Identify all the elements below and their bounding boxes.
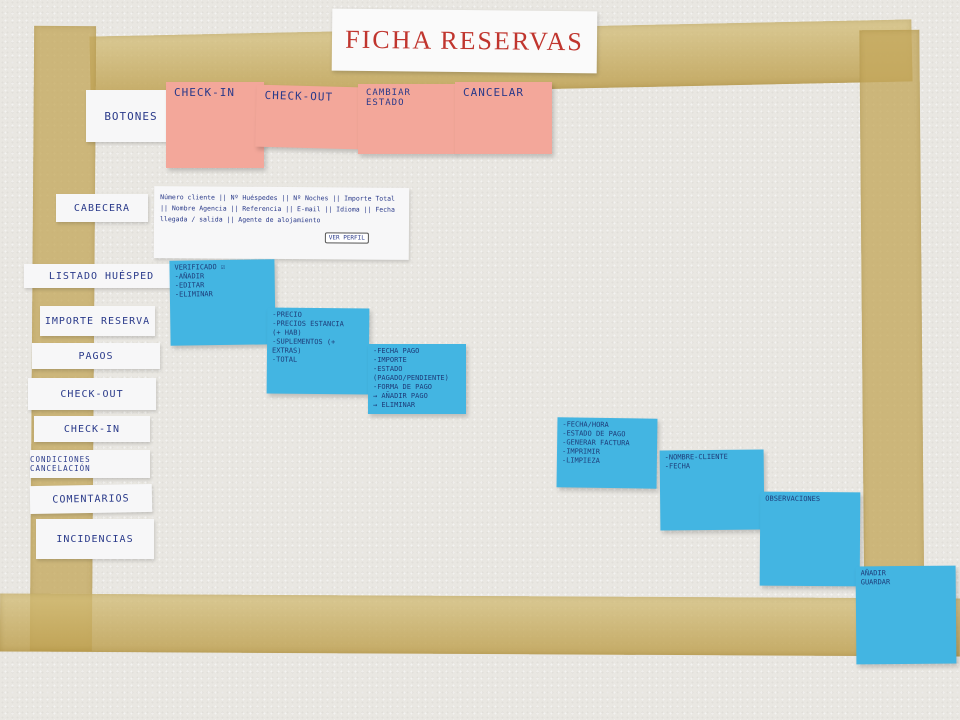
header-label-text: CABECERA — [73, 202, 131, 214]
note-pagos: -FECHA PAGO -IMPORTE -ESTADO (PAGADO/PEN… — [368, 344, 466, 414]
note-check-in-text: -NOMBRE-CLIENTE -FECHA — [664, 452, 728, 471]
note-comentarios: OBSERVACIONES — [759, 491, 861, 587]
note-pagos-text: -FECHA PAGO -IMPORTE -ESTADO (PAGADO/PEN… — [373, 347, 449, 409]
note-check-out: -FECHA/HORA -ESTADO DE PAGO -GENERAR FAC… — [556, 417, 658, 489]
page-title: FICHA RESERVAS — [345, 24, 584, 57]
buttons-label: BOTONES — [86, 90, 176, 142]
header-label: CABECERA — [56, 194, 148, 222]
section-comentarios: COMENTARIOS — [29, 483, 153, 515]
section-check-out: CHECK-OUT — [28, 378, 156, 410]
header-fields-text: Número cliente || Nº Huéspedes || Nº Noc… — [159, 193, 396, 225]
section-check-out-text: CHECK-OUT — [60, 388, 124, 400]
tape-bottom — [0, 593, 960, 657]
section-check-in: CHECK-IN — [34, 416, 150, 442]
note-incidencias-text: AÑADIR GUARDAR — [860, 569, 891, 587]
checkin-note: CHECK-IN — [166, 82, 264, 168]
checkout-note-text: CHECK-OUT — [264, 88, 334, 104]
checkout-note: CHECK-OUT — [255, 84, 361, 150]
buttons-label-text: BOTONES — [104, 109, 158, 123]
section-incidencias-text: INCIDENCIAS — [56, 533, 134, 545]
section-importe-reserva: IMPORTE RESERVA — [40, 306, 155, 336]
ver-perfil-button: VER PERFIL — [324, 232, 369, 244]
checkin-note-text: CHECK-IN — [174, 86, 235, 99]
section-listado-huesped: LISTADO HUÉSPED — [24, 264, 179, 288]
section-comentarios-text: COMENTARIOS — [52, 492, 130, 506]
note-comentarios-text: OBSERVACIONES — [765, 494, 821, 504]
section-pagos-text: PAGOS — [78, 350, 114, 362]
section-listado-huesped-text: LISTADO HUÉSPED — [48, 270, 155, 282]
cancelar-note: CANCELAR — [455, 82, 552, 154]
note-importe-reserva: -PRECIO -PRECIOS ESTANCIA (+ HAB) -SUPLE… — [266, 307, 370, 395]
note-listado-huesped-text: VERIFICADO ☑ -AÑADIR -EDITAR -ELIMINAR — [174, 262, 226, 299]
section-importe-reserva-text: IMPORTE RESERVA — [44, 315, 151, 327]
note-importe-reserva-text: -PRECIO -PRECIOS ESTANCIA (+ HAB) -SUPLE… — [271, 310, 344, 364]
note-incidencias: AÑADIR GUARDAR — [855, 565, 957, 665]
note-listado-huesped: VERIFICADO ☑ -AÑADIR -EDITAR -ELIMINAR — [169, 259, 276, 346]
section-condiciones-cancelacion-text: CONDICIONES CANCELACIÓN — [30, 455, 91, 473]
section-condiciones-cancelacion: CONDICIONES CANCELACIÓN — [30, 450, 150, 478]
cancelar-note-text: CANCELAR — [463, 86, 524, 99]
section-pagos: PAGOS — [32, 343, 160, 369]
header-fields-paper: Número cliente || Nº Huéspedes || Nº Noc… — [153, 186, 410, 260]
section-check-in-text: CHECK-IN — [63, 423, 121, 435]
title-paper: FICHA RESERVAS — [331, 8, 598, 74]
cambiar-estado-note: CAMBIAR ESTADO — [358, 84, 456, 154]
note-check-out-text: -FECHA/HORA -ESTADO DE PAGO -GENERAR FAC… — [561, 420, 630, 465]
section-incidencias: INCIDENCIAS — [36, 519, 154, 559]
note-check-in: -NOMBRE-CLIENTE -FECHA — [659, 449, 765, 531]
tape-right — [859, 29, 925, 649]
cambiar-estado-note-text: CAMBIAR ESTADO — [366, 88, 411, 108]
